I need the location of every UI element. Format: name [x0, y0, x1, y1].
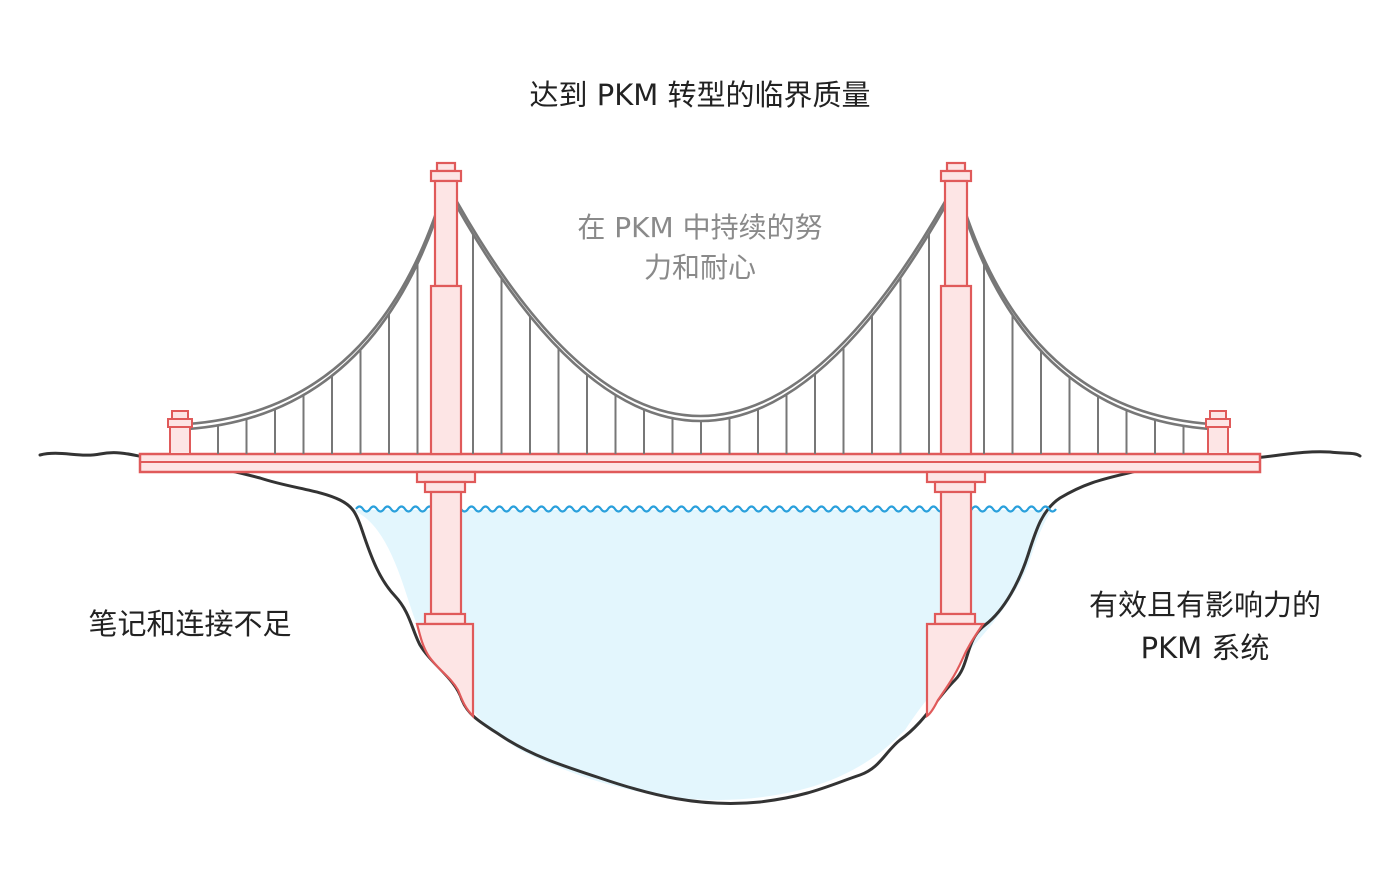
right-end-post: [1206, 411, 1230, 454]
effort-label-line-1: 在 PKM 中持续的努: [520, 208, 880, 248]
effort-label: 在 PKM 中持续的努 力和耐心: [520, 208, 880, 288]
effort-label-line-2: 力和耐心: [520, 248, 880, 288]
goal-state-label: 有效且有影响力的 PKM 系统: [1050, 584, 1360, 670]
start-state-label: 笔记和连接不足: [30, 603, 350, 645]
diagram-title: 达到 PKM 转型的临界质量: [400, 74, 1000, 116]
goal-state-label-line-1: 有效且有影响力的: [1050, 584, 1360, 627]
main-cable-strand: [188, 187, 446, 429]
main-cable-strand: [956, 187, 1210, 429]
left-end-post: [168, 411, 192, 454]
goal-state-label-line-2: PKM 系统: [1050, 627, 1360, 670]
